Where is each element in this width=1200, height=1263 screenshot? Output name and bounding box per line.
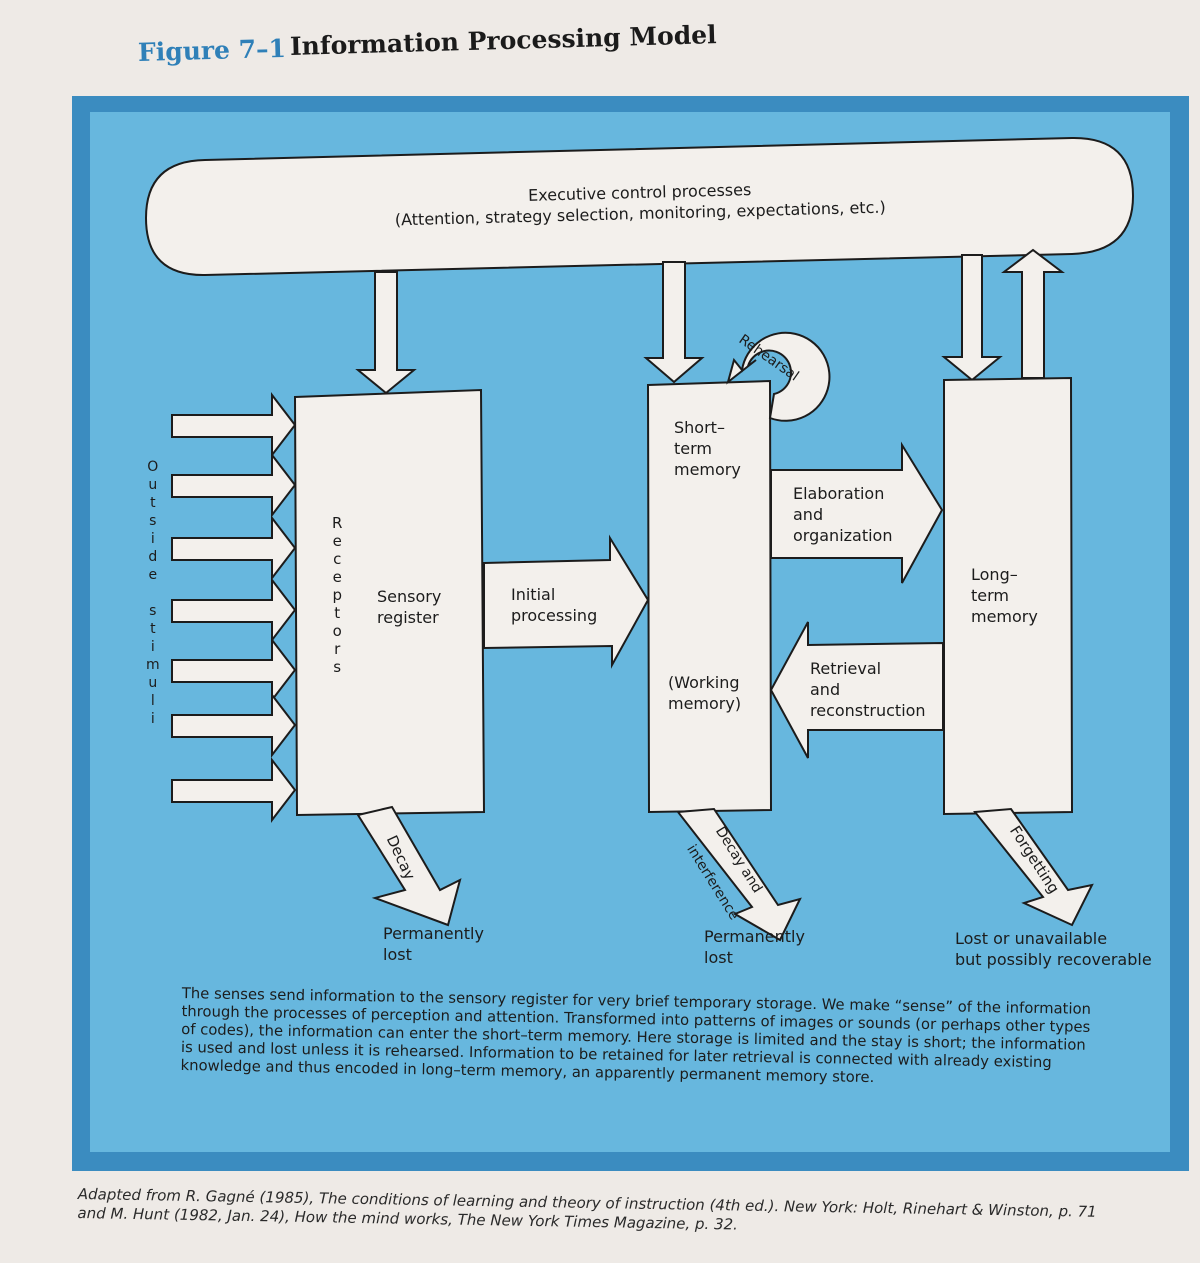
lost-long-term-label: Lost or unavailable but possibly recover… bbox=[955, 929, 1152, 969]
outside-stimuli-label: O u t s i d e s t i m u l i bbox=[146, 458, 160, 728]
stimuli-letter: t bbox=[150, 621, 156, 637]
stimuli-letter: i bbox=[150, 639, 155, 655]
retrieval-arrow bbox=[769, 621, 944, 759]
stimuli-letter: i bbox=[150, 711, 155, 727]
receptors-letter: s bbox=[333, 658, 342, 676]
caption-paragraph: The senses send information to the senso… bbox=[180, 985, 1092, 1087]
receptors-letter: e bbox=[332, 568, 342, 586]
decay-interference-arrow bbox=[676, 807, 802, 942]
working-memory-label: (Working memory) bbox=[668, 673, 742, 713]
stimuli-letter: O bbox=[147, 459, 159, 475]
control-arrow-long-term-up bbox=[1001, 248, 1065, 379]
control-arrow-sensory bbox=[355, 271, 417, 395]
elaboration-label: Elaboration and organization bbox=[793, 484, 893, 545]
stimuli-letter: l bbox=[150, 693, 155, 709]
stimuli-letter: d bbox=[148, 549, 158, 565]
rehearsal-loop bbox=[726, 331, 831, 422]
receptors-letter: r bbox=[334, 640, 341, 658]
stimuli-letter: t bbox=[150, 495, 156, 511]
short-term-memory-label: Short– term memory bbox=[674, 418, 741, 479]
stimuli-letter: s bbox=[149, 513, 157, 529]
executive-control-box bbox=[144, 136, 1135, 277]
stimuli-letter: i bbox=[150, 531, 155, 547]
stimuli-letter: s bbox=[149, 603, 157, 619]
receptors-letter: p bbox=[332, 586, 342, 604]
stimuli-letter: m bbox=[146, 657, 160, 673]
receptors-label: R e c e p t o r s bbox=[332, 514, 342, 676]
stimulus-arrow bbox=[171, 392, 297, 458]
stimulus-arrow bbox=[171, 757, 297, 823]
sensory-register-box bbox=[293, 388, 486, 817]
stimuli-letter: e bbox=[148, 567, 158, 583]
stimulus-arrow bbox=[171, 515, 297, 581]
initial-processing-label: Initial processing bbox=[511, 585, 598, 625]
stimuli-letter: u bbox=[148, 675, 158, 691]
receptors-letter: c bbox=[333, 550, 342, 568]
retrieval-label: Retrieval and reconstruction bbox=[810, 659, 926, 720]
stimuli-letter: u bbox=[148, 477, 158, 493]
elaboration-arrow bbox=[770, 441, 944, 584]
decay-arrow bbox=[356, 805, 462, 927]
lost-sensory-label: Permanently lost bbox=[383, 924, 484, 964]
stimulus-arrow bbox=[171, 637, 297, 703]
forgetting-arrow bbox=[973, 807, 1094, 927]
receptors-letter: R bbox=[332, 514, 343, 532]
long-term-memory-label: Long– term memory bbox=[971, 565, 1038, 626]
stimulus-arrow bbox=[171, 692, 297, 758]
short-term-memory-box bbox=[646, 379, 773, 814]
sensory-register-label: Sensory register bbox=[377, 587, 442, 627]
control-arrow-short-term bbox=[643, 261, 705, 384]
control-arrow-long-term-down bbox=[941, 254, 1003, 382]
receptors-letter: e bbox=[332, 532, 342, 550]
receptors-letter: o bbox=[332, 622, 342, 640]
stimulus-arrow bbox=[171, 452, 297, 518]
initial-processing-arrow bbox=[483, 534, 650, 669]
receptors-letter: t bbox=[334, 604, 341, 622]
lost-short-term-label: Permanently lost bbox=[704, 927, 805, 967]
stimulus-arrow bbox=[171, 577, 297, 643]
